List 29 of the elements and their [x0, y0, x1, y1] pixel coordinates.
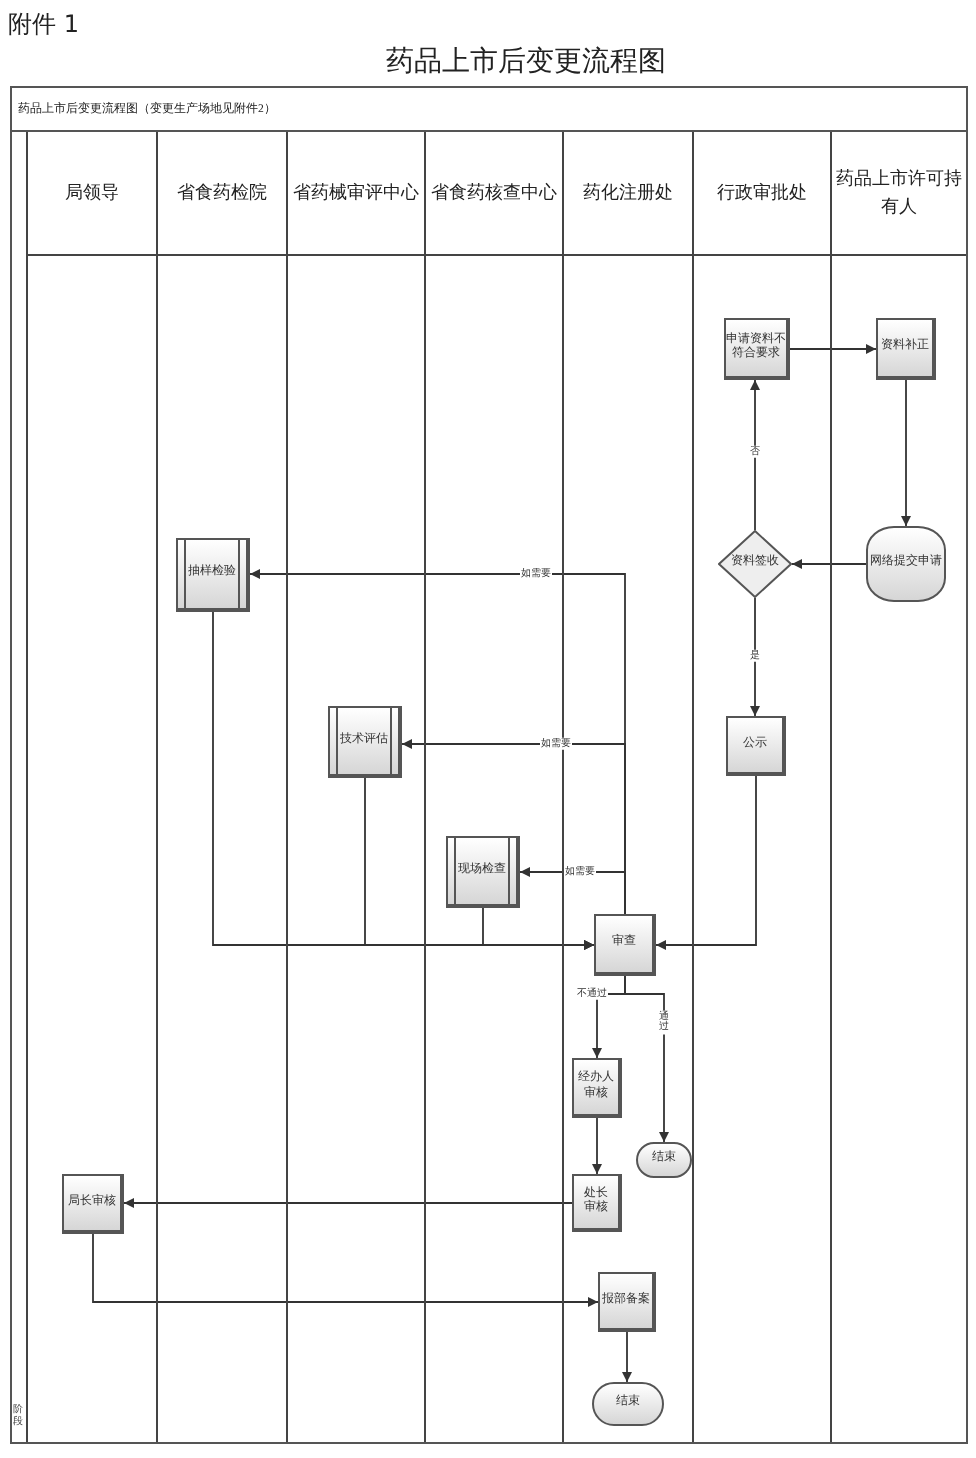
lane-header: 行政审批处 — [694, 132, 830, 256]
arrow — [624, 975, 669, 1143]
arrow — [92, 1233, 599, 1307]
arrow — [789, 344, 877, 354]
arrow — [750, 597, 760, 717]
swimlane-pool — [10, 86, 968, 1444]
swimlane — [692, 132, 830, 1442]
arrow — [123, 1198, 573, 1208]
lane-header: 省药械审评中心 — [288, 132, 424, 256]
lane-header: 省食药检院 — [158, 132, 286, 256]
arrow — [622, 1331, 632, 1383]
swimlane — [286, 132, 424, 1442]
swimlane — [562, 132, 692, 1442]
arrow — [655, 775, 757, 950]
arrow — [750, 379, 760, 531]
swimlane — [156, 132, 286, 1442]
arrow — [791, 559, 867, 569]
arrow — [482, 907, 595, 950]
lane-header: 药化注册处 — [564, 132, 692, 256]
lane-header: 药品上市许可持有人 — [832, 132, 966, 256]
lane-header: 局领导 — [28, 132, 156, 256]
swimlane — [424, 132, 562, 1442]
arrow — [901, 379, 911, 527]
arrow — [592, 1117, 602, 1175]
swimlane — [26, 132, 156, 1442]
lane-header: 省食药核查中心 — [426, 132, 562, 256]
title: 药品上市后变更流程图 — [384, 44, 668, 83]
annex-label: 附件 1 — [8, 8, 81, 42]
swimlane — [830, 132, 966, 1442]
